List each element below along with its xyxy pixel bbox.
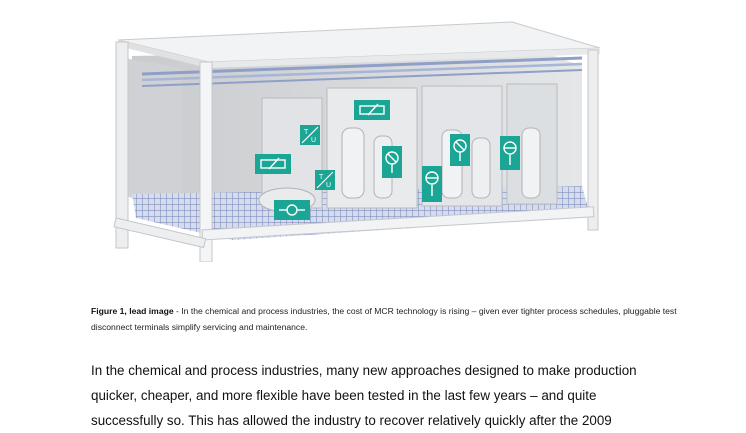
svg-text:U: U	[311, 137, 316, 144]
caption-label: Figure 1, lead image	[91, 306, 174, 316]
tu-converter-icon: T U	[315, 170, 335, 190]
figure-caption: Figure 1, lead image - In the chemical a…	[91, 303, 691, 335]
level-switch-icon	[255, 154, 291, 174]
lead-image: T U T U	[112, 18, 602, 262]
tu-converter-icon: T U	[300, 125, 320, 145]
temperature-transmitter-icon	[354, 100, 390, 120]
caption-text: - In the chemical and process industries…	[91, 306, 677, 332]
svg-text:U: U	[326, 182, 331, 189]
pressure-gauge-icon	[500, 136, 520, 170]
body-line: In the chemical and process industries, …	[91, 363, 637, 378]
flow-meter-icon	[274, 200, 310, 220]
process-module-illustration: T U T U	[113, 21, 601, 262]
valve-icon	[382, 146, 402, 178]
valve-icon	[450, 134, 470, 166]
pressure-gauge-icon	[422, 166, 442, 202]
svg-text:T: T	[304, 129, 309, 136]
body-line: successfully so. This has allowed the in…	[91, 413, 612, 428]
body-line: quicker, cheaper, and more flexible have…	[91, 388, 597, 403]
body-paragraph: In the chemical and process industries, …	[91, 358, 691, 433]
svg-text:T: T	[319, 174, 324, 181]
